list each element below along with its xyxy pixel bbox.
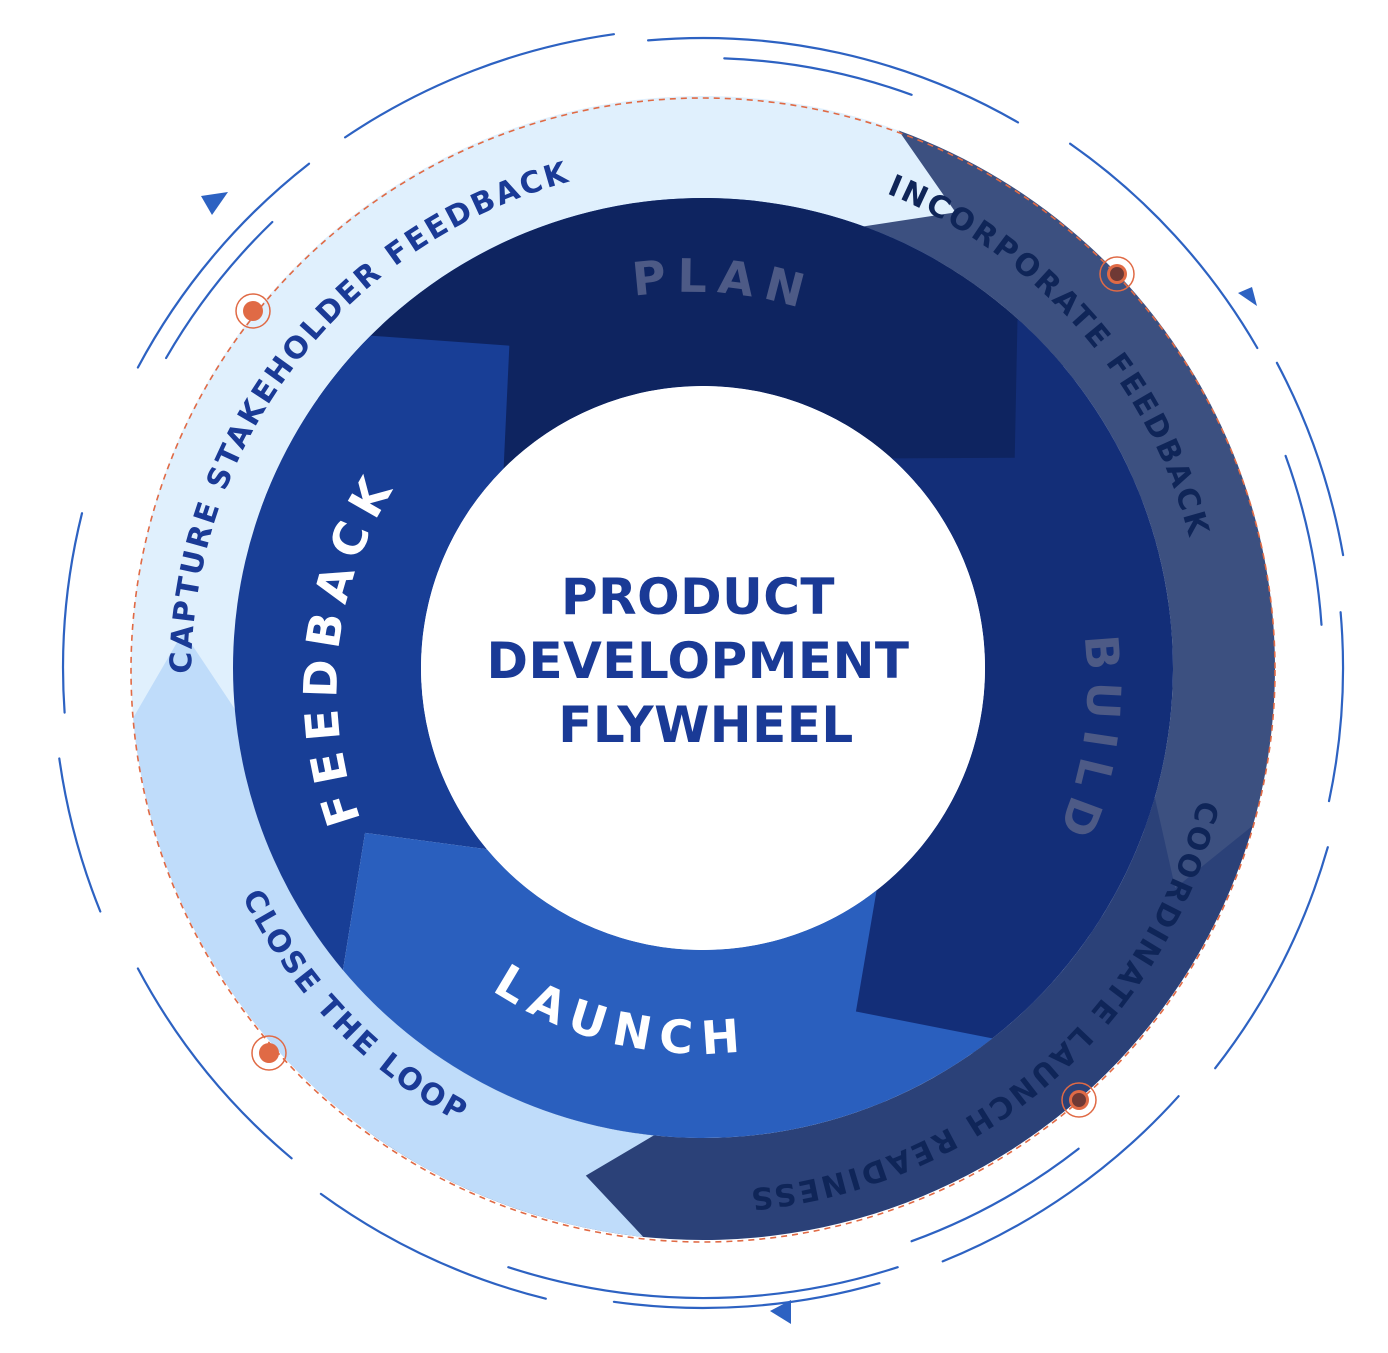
center-title-line1: PRODUCT (561, 568, 835, 626)
orbit-arc (941, 1095, 1180, 1263)
orbit-arc (1275, 361, 1345, 557)
center-circle (421, 386, 985, 950)
orbit-arc (58, 757, 102, 913)
arrowhead-icon (1238, 287, 1257, 306)
orbit-arc (136, 967, 293, 1160)
orbit-lines (58, 33, 1345, 1310)
orbit-arc (319, 1192, 547, 1300)
dot-marker-icon (235, 293, 271, 329)
outer-segment-capture (130, 95, 1002, 1119)
dot-marker-icon (251, 1035, 287, 1071)
arrowhead-icon (770, 1300, 791, 1324)
orbit-arc (1284, 454, 1323, 626)
orbit-arc (612, 1282, 881, 1310)
ring-segment-feedback (232, 335, 510, 971)
orbit-arc (1069, 142, 1259, 350)
orbit-arc (136, 162, 311, 369)
ring-segment-build (837, 318, 1174, 1054)
orbit-arrowheads (201, 192, 1257, 1324)
orbit-arc (507, 1266, 899, 1300)
center-title-line2: DEVELOPMENT (486, 632, 909, 690)
orbit-arc (344, 33, 615, 139)
dot-marker-icon (1099, 256, 1135, 292)
dashed-track (130, 97, 1276, 1243)
node-markers (235, 256, 1135, 1118)
outer-band (130, 95, 1275, 1240)
orbit-arc (647, 36, 1020, 124)
orbit-arc (165, 220, 274, 360)
outer-segment-close-lower (197, 854, 654, 1237)
orbit-arc (61, 512, 84, 714)
orbit-arc (723, 57, 913, 96)
dot-marker-icon (1061, 1082, 1097, 1118)
outer-segment-close-upper (133, 649, 296, 954)
inner-ring (232, 197, 1174, 1139)
orbit-arc (1214, 846, 1329, 1070)
arrowhead-icon (201, 192, 228, 215)
ring-segment-launch (342, 832, 993, 1139)
orbit-arc (910, 1147, 1080, 1243)
center-title-line3: FLYWHEEL (558, 696, 854, 754)
outer-segment-incorporate (863, 130, 1275, 921)
orbit-arc (1327, 611, 1345, 803)
